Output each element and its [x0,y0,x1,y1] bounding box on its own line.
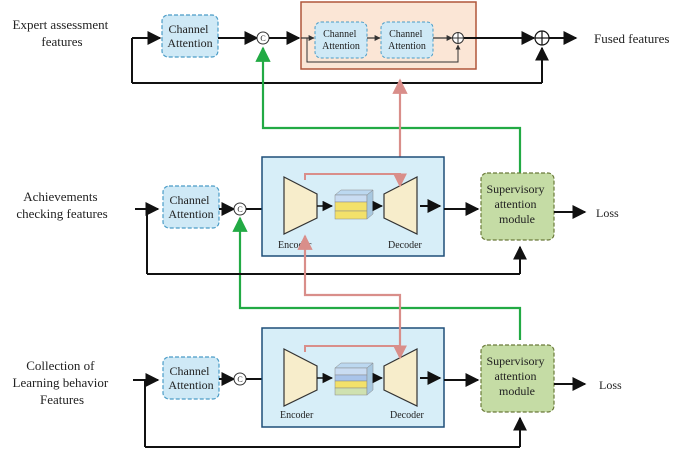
decoder-label-learning: Decoder [390,410,425,421]
green-link-to-achievements [232,216,522,340]
svg-text:C: C [237,375,242,384]
green-link-to-expert [255,46,522,173]
learning-row: Collection of Learning behavior Features… [13,327,622,448]
encoder-label-achievements: Encoder [278,240,312,251]
channel-attention-label-fusion-2: Channel Attention [388,29,426,52]
pink-link-learning-to-achievements [297,234,402,358]
concat-symbol-expert: C [260,34,265,43]
supervisory-label-achievements: Supervisory attention module [487,182,548,226]
add-node-output [534,30,550,46]
loss-label-learning: Loss [599,378,622,392]
supervisory-module-achievements [480,172,555,241]
supervisory-module-learning [480,344,555,413]
latent-cube-achievements [334,189,374,220]
expert-row: Expert assessment features Channel Atten… [13,1,669,84]
encoder-achievements [283,176,318,235]
channel-attention-label-learning: Channel Attention [168,364,213,392]
latent-cube-learning [334,362,374,396]
channel-attention-label-expert: Channel Attention [167,22,212,50]
channel-attention-label-achievements: Channel Attention [168,193,213,221]
supervisory-label-learning: Supervisory attention module [487,354,548,398]
channel-attention-box-fusion-2 [380,21,434,59]
achievements-input-label: Achievements checking features [16,189,107,221]
channel-attention-label-fusion-1: Channel Attention [322,29,360,52]
channel-attention-box-expert [161,14,219,58]
loss-label-achievements: Loss [596,206,619,220]
fused-features-label: Fused features [594,31,669,46]
expert-input-label: Expert assessment features [13,17,112,49]
decoder-label-achievements: Decoder [388,240,423,251]
learning-input-label: Collection of Learning behavior Features [13,358,112,407]
achievements-row: Achievements checking features Channel A… [16,156,619,275]
svg-text:C: C [237,205,242,214]
expert-label-line-2: features [41,34,82,49]
add-node-fusion [452,32,464,44]
expert-label-line-1: Expert assessment [13,17,109,32]
encoder-learning [283,348,318,407]
encoder-label-learning: Encoder [280,410,314,421]
skip-connection-achievements [304,173,407,188]
channel-attention-box-fusion-1 [314,21,368,59]
channel-attention-box-achievements [162,185,220,229]
